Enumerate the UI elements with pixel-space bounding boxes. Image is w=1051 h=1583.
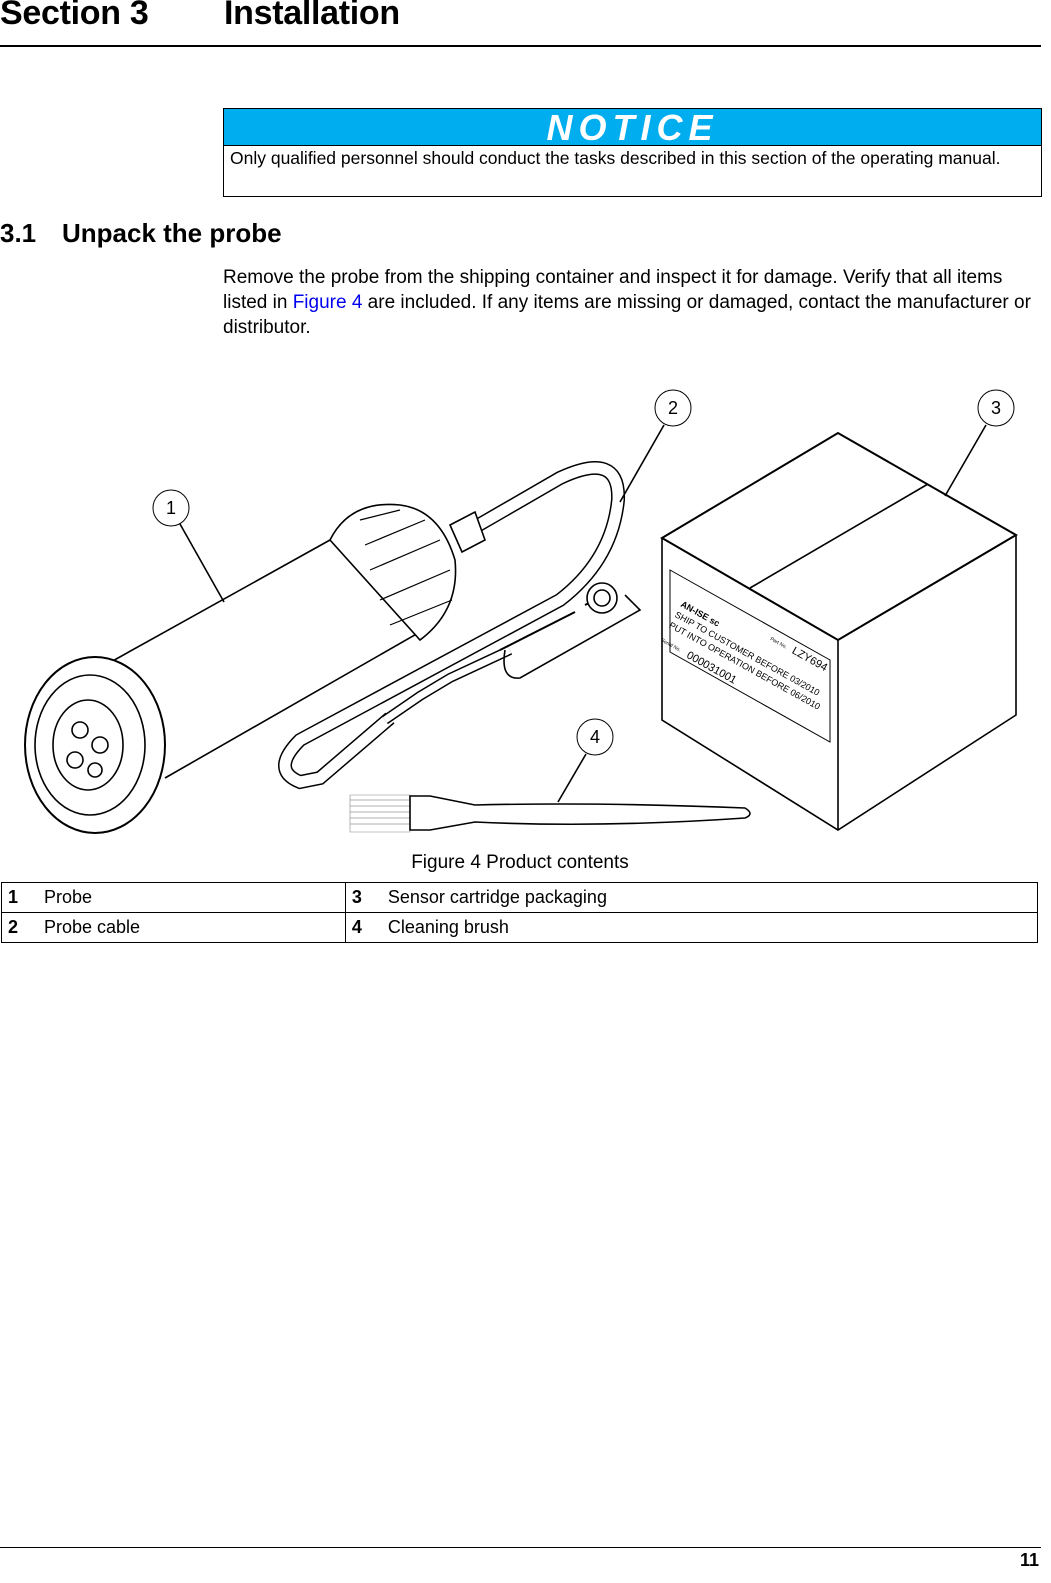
legend-number: 4	[344, 912, 382, 943]
subsection-title: Unpack the probe	[62, 218, 282, 248]
label-operation-date: PUT INTO OPERATION BEFORE 06/2010	[667, 620, 821, 712]
legend-number: 3	[344, 882, 382, 913]
notice-text: Only qualified personnel should conduct …	[230, 148, 1001, 168]
figure-caption: Figure 4 Product contents	[411, 852, 629, 873]
legend-text: Sensor cartridge packaging	[381, 882, 1038, 913]
figure-legend-table: 1 Probe 3 Sensor cartridge packaging 2 P…	[1, 882, 1038, 943]
callout-2: 2	[668, 398, 678, 418]
label-part-label: Part No.	[769, 636, 788, 650]
product-contents-figure: Part No. LZY694 AN-ISE sc SHIP TO CUSTOM…	[24, 389, 1018, 834]
legend-text: Probe cable	[38, 912, 346, 943]
callout-3: 3	[991, 398, 1001, 418]
footer-rule	[0, 1547, 1041, 1548]
callouts: 1 2 3 4	[152, 389, 1015, 803]
table-row: 2 Probe cable 4 Cleaning brush	[1, 912, 1038, 943]
table-row: 1 Probe 3 Sensor cartridge packaging	[1, 882, 1038, 913]
sensor-cartridge-box: Part No. LZY694 AN-ISE sc SHIP TO CUSTOM…	[660, 431, 1018, 831]
body-paragraph: Remove the probe from the shipping conta…	[223, 265, 1033, 340]
cleaning-brush	[349, 794, 751, 833]
label-serial-label: Serial No.	[660, 637, 682, 653]
probe-cable	[278, 461, 642, 790]
label-part-number: LZY694	[790, 645, 830, 674]
subsection-heading: 3.1 Unpack the probe	[0, 218, 282, 249]
callout-4: 4	[590, 727, 600, 747]
body-text: Remove the probe from the shipping conta…	[223, 267, 1003, 313]
legend-number: 2	[1, 912, 38, 943]
section-number: Section 3	[0, 0, 149, 32]
legend-text: Probe	[38, 882, 346, 913]
notice-box: NOTICE Only qualified personnel should c…	[223, 108, 1042, 197]
subsection-number: 3.1	[0, 218, 37, 248]
figure-link[interactable]: Figure 4	[292, 292, 363, 313]
notice-heading: NOTICE	[224, 109, 1041, 147]
probe	[24, 503, 486, 834]
header-rule	[0, 45, 1041, 47]
callout-1: 1	[166, 498, 176, 518]
body-text: are included. If any items are missing o…	[223, 292, 1031, 338]
page-number: 11	[1019, 1550, 1039, 1570]
section-title: Section 3 Installation	[0, 0, 400, 33]
legend-text: Cleaning brush	[381, 912, 1038, 943]
legend-number: 1	[1, 882, 38, 913]
section-name: Installation	[224, 0, 400, 32]
